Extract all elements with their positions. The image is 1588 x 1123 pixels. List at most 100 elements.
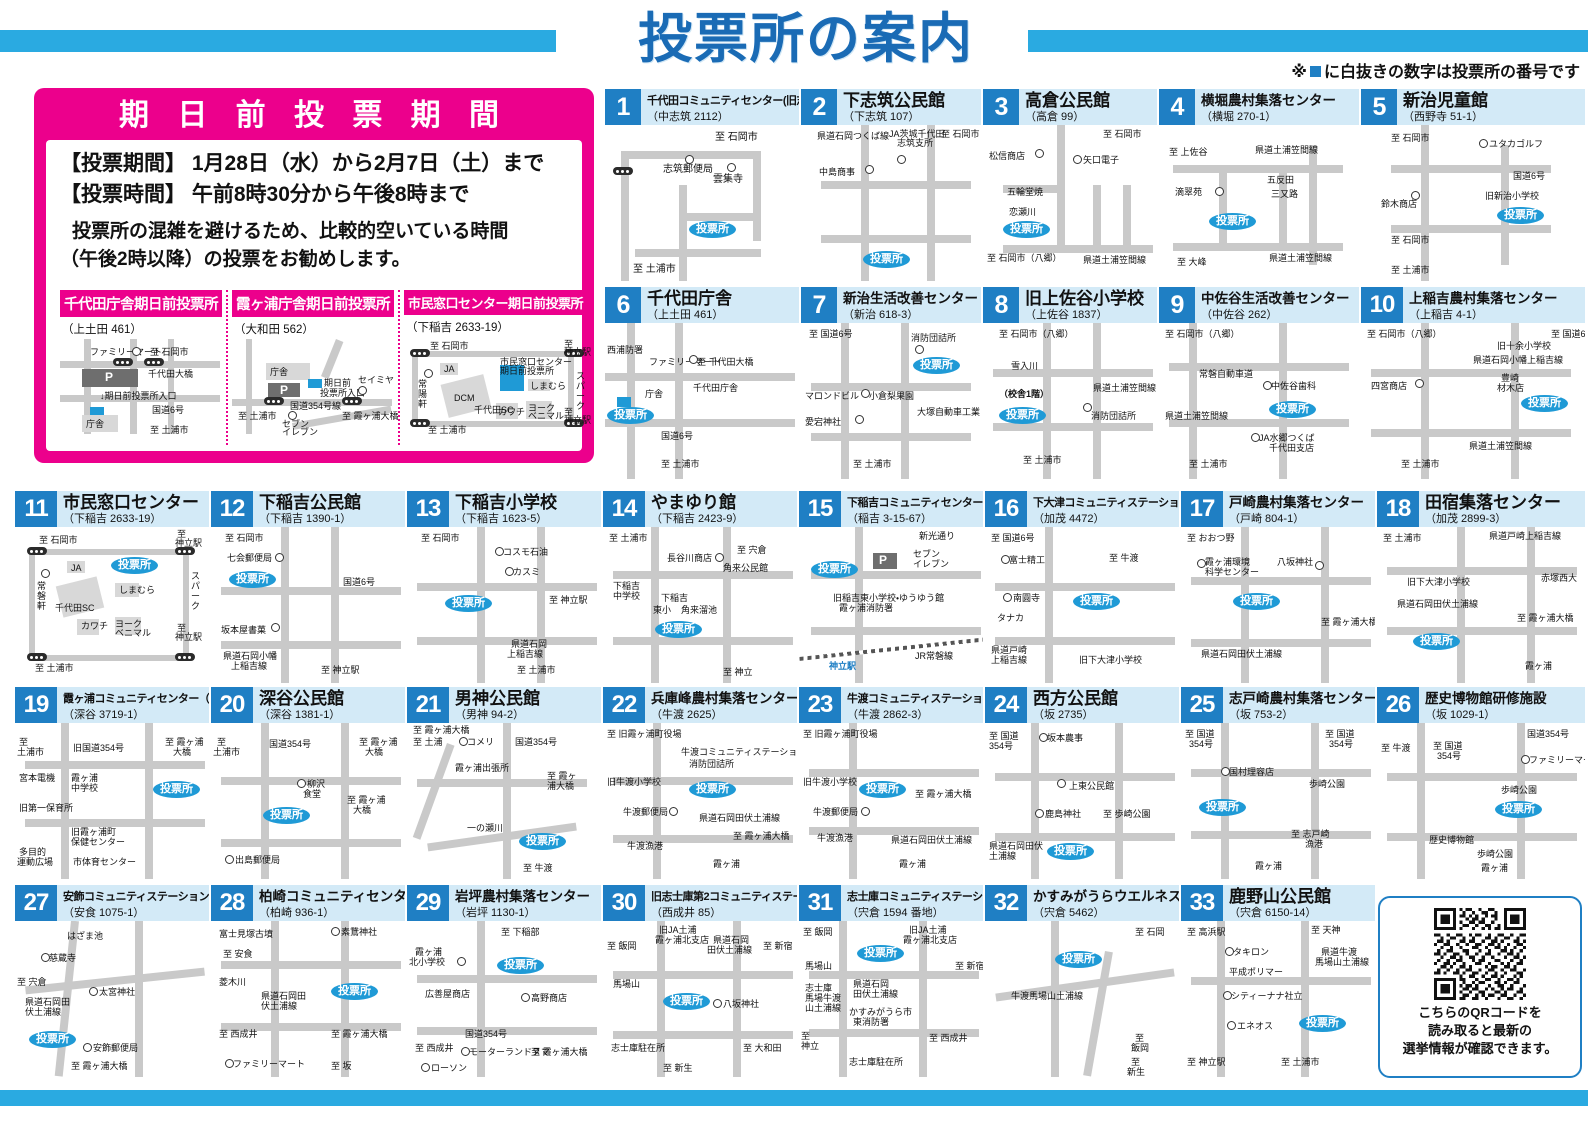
station-number: 26 xyxy=(1377,687,1419,723)
station-address: （中志筑 2112） xyxy=(647,110,729,123)
station-name: 霞ヶ浦コミュニティセンター（旧あじさい館） xyxy=(63,692,209,705)
station-address: （男神 94-2） xyxy=(455,708,525,721)
station-cell[interactable]: 10 上稲吉農村集落センター （上稲吉 4-1） 至 石岡市（八郷） 旧十余小学… xyxy=(1360,286,1586,482)
station-cell[interactable]: 30 旧志士庫第2コミュニティステーション （西成井 85） 旧JA土浦 霞ヶ浦… xyxy=(602,884,798,1080)
station-name: 上稲吉農村集落センター xyxy=(1409,290,1558,306)
station-number: 25 xyxy=(1181,687,1223,723)
qr-code-panel[interactable]: こちらのQRコードを 読み取ると最新の 選挙情報が確認できます。 xyxy=(1378,896,1582,1078)
voting-hours-label: 【投票時間】 xyxy=(60,183,186,206)
station-address: （下稲吉 1390-1） xyxy=(259,512,352,525)
vote-marker: 投票所 xyxy=(519,833,566,850)
station-address: （西成井 85） xyxy=(651,906,722,919)
station-cell[interactable]: 22 兵庫峰農村集落センター （牛渡 2625） 至 旧霞ヶ浦町役場 牛渡コミュ… xyxy=(602,686,798,882)
station-cell[interactable]: 12 下稲吉公民館 （下稲吉 1390-1） 至 石岡市 七会郵便局 投票所 国… xyxy=(210,490,406,686)
vote-marker: 投票所 xyxy=(263,807,310,824)
station-number: 32 xyxy=(985,885,1027,921)
station-cell[interactable]: 33 鹿野山公民館 （宍倉 6150-14） 至 高浜駅 至 天神 タキロン 県… xyxy=(1180,884,1376,1080)
vote-marker: 投票所 xyxy=(331,983,378,1000)
vote-marker: 投票所 xyxy=(999,407,1046,424)
station-cell[interactable]: 21 男神公民館 （男神 94-2） 至 土浦 コメリ 国道354号 至 霞ヶ浦… xyxy=(406,686,602,882)
station-cell[interactable]: 8 旧上佐谷小学校 （上佐谷 1837） 至 石岡市（八郷） 雪入川 （校舎1階… xyxy=(982,286,1158,482)
station-map: 西浦防署 ファミリーマート 至 千代田大橋 投票所 千代田庁舎 庁舎 国道6号 … xyxy=(605,323,799,481)
station-address: （坂 1029-1） xyxy=(1425,708,1496,721)
station-name: 岩坪農村集落センター xyxy=(455,888,590,904)
station-number: 2 xyxy=(801,89,837,125)
station-cell[interactable]: 27 安飾コミュニティステーション （安食 1075-1） はざま池 慈蔵寺 至… xyxy=(14,884,210,1080)
station-map: 至 国道6号 富士精工 至 牛渡 南圓寺 投票所 タナカ 県道戸崎 上稲吉線 旧… xyxy=(985,527,1179,685)
early-voting-location: 市民窓口センター期日前投票所 （下稲吉 2633-19） xyxy=(398,290,591,445)
station-map: 至 石岡市 志筑郵便局 雲集寺 投票所 至 土浦市 xyxy=(605,125,799,283)
vote-marker: 投票所 xyxy=(913,357,960,374)
station-header: 32 かすみがうらウエルネスプラザ （宍倉 5462） xyxy=(985,885,1179,921)
station-cell[interactable]: 19 霞ヶ浦コミュニティセンター（旧あじさい館） （深谷 3719-1） 至 土… xyxy=(14,686,210,882)
early-voting-title: 期 日 前 投 票 期 間 xyxy=(118,99,509,132)
station-address: （新治 618-3） xyxy=(843,308,919,321)
station-cell[interactable]: 25 志戸崎農村集落センター （坂 753-2） 至 国道 354号 至 国道 … xyxy=(1180,686,1376,882)
station-cell[interactable]: 6 千代田庁舎 （上土田 461） 西浦防署 ファミリーマート 至 千代田大橋 … xyxy=(604,286,800,482)
station-header: 1 千代田コミュニティセンター(旧志筑小) （中志筑 2112） xyxy=(605,89,799,125)
vote-marker: 投票所 xyxy=(1209,213,1256,230)
station-cell[interactable]: 29 岩坪農村集落センター （岩坪 1130-1） 至 下稲部 霞ヶ浦 北小学校… xyxy=(406,884,602,1080)
station-cell[interactable]: 9 中佐谷生活改善センター （中佐谷 262） 至 石岡市（八郷） 常磐自動車道… xyxy=(1158,286,1360,482)
station-cell[interactable]: 2 下志筑公民館 （下志筑 107） 県道石岡つくば線 JA茨城千代田 志筑支所… xyxy=(800,88,982,284)
station-cell[interactable]: 20 深谷公民館 （深谷 1381-1） 至 土浦市 国道354号 至 霞ヶ浦 … xyxy=(210,686,406,882)
station-cell[interactable]: 3 高倉公民館 （高倉 99） 至 石岡市 松信商店 矢口電子 五輪堂焼 恋瀬川 xyxy=(982,88,1158,284)
header-bar-left xyxy=(0,30,556,52)
station-cell[interactable]: 24 西方公民館 （坂 2735） 至 国道 354号 坂本農事 上東公民館 鹿… xyxy=(984,686,1180,882)
station-cell[interactable]: 15 下稲吉コミュニティセンター （稲吉 3-15-67） 新光通り P セブン… xyxy=(798,490,984,686)
station-cell[interactable]: 7 新治生活改善センター （新治 618-3） 至 国道6号 消防団詰所 投票所… xyxy=(800,286,982,482)
station-header: 31 志士庫コミュニティステーション （宍倉 1594 番地） xyxy=(799,885,983,921)
station-name: 下稲吉コミュニティセンター xyxy=(847,496,983,509)
station-address: （高倉 99） xyxy=(1025,110,1085,123)
note-text: に白抜きの数字は投票所の番号です xyxy=(1323,64,1580,81)
station-cell[interactable]: 18 田宿集落センター （加茂 2899-3） 至 土浦市 県道戸崎上稲吉線 旧… xyxy=(1376,490,1586,686)
station-cell[interactable]: 16 下大津コミュニティステーション （加茂 4472） 至 国道6号 富士精工… xyxy=(984,490,1180,686)
station-header: 14 やまゆり館 （下稲吉 2423-9） xyxy=(603,491,797,527)
station-cell[interactable]: 1 千代田コミュニティセンター(旧志筑小) （中志筑 2112） 至 石岡市 志… xyxy=(604,88,800,284)
vote-marker: 投票所 xyxy=(1269,401,1316,418)
vote-marker: 投票所 xyxy=(811,561,858,578)
station-map: 至 土浦市 県道戸崎上稲吉線 旧下大津小学校 赤塚西大 県道石岡田伏土浦線 投票… xyxy=(1377,527,1585,685)
station-cell[interactable]: 4 横堀農村集落センター （横堀 270-1） 至 上佐谷 県道土浦笠間線 五反… xyxy=(1158,88,1360,284)
station-number: 18 xyxy=(1377,491,1419,527)
station-name: 男神公民館 xyxy=(455,688,540,708)
location-address: （大和田 562） xyxy=(234,324,314,336)
page-title: 投票所の案内 xyxy=(638,9,974,69)
station-cell[interactable]: 26 歴史博物館研修施設 （坂 1029-1） 国道354号 至 牛渡 至 国道… xyxy=(1376,686,1586,882)
station-map: 至 石岡市 ユタカゴルフ 国道6号 旧新治小学校 鈴木商店 投票所 至 石岡市 … xyxy=(1361,125,1585,283)
station-number: 27 xyxy=(15,885,57,921)
station-cell[interactable]: 28 柏崎コミュニティセンター （柏崎 936-1） 富士見塚古墳 素鵞神社 至… xyxy=(210,884,406,1080)
station-name: 横堀農村集落センター xyxy=(1201,92,1336,108)
station-name: 牛渡コミュニティステーション xyxy=(847,692,983,705)
station-map: 至 上佐谷 県道土浦笠間線 五反田 三又路 滴翠苑 投票所 至 大峰 県道土浦笠… xyxy=(1159,125,1359,283)
station-name: かすみがうらウエルネスプラザ xyxy=(1033,888,1179,904)
station-name: 下大津コミュニティステーション xyxy=(1033,496,1179,509)
station-map: 至 石岡市 松信商店 矢口電子 五輪堂焼 恋瀬川 至 石岡市（八郷） 県道土浦笠… xyxy=(983,125,1157,283)
station-cell[interactable]: 32 かすみがうらウエルネスプラザ （宍倉 5462） 至 石岡 投票所 牛渡馬… xyxy=(984,884,1180,1080)
location-name: 千代田庁舎期日前投票所 xyxy=(60,290,222,317)
station-name: 志戸崎農村集落センター xyxy=(1229,690,1375,706)
station-address: （稲吉 3-15-67） xyxy=(847,512,932,525)
station-map: 国道354号 至 牛渡 至 国道 354号 ファミリーマート 歩崎公園 投票所 … xyxy=(1377,723,1585,881)
station-cell[interactable]: 11 市民窓口センター （下稲吉 2633-19） xyxy=(14,490,210,686)
station-cell[interactable]: 17 戸崎農村集落センター （戸崎 804-1） 至 おおつ野 霞ヶ浦環境 科学… xyxy=(1180,490,1376,686)
station-cell[interactable]: 13 下稲吉小学校 （下稲吉 1623-5） 至 石岡市 コスモ石油 カスミ 投… xyxy=(406,490,602,686)
station-cell[interactable]: 5 新治児童館 （西野寺 51-1） 至 石岡市 ユタカゴルフ 国道6号 旧新治… xyxy=(1360,88,1586,284)
station-number: 28 xyxy=(211,885,253,921)
station-name: やまゆり館 xyxy=(651,492,736,512)
advice-line-1: 投票所の混雑を避けるため、比較的空いている時間 xyxy=(72,221,509,242)
advice-line-2: （午後2時以降）の投票をお勧めします。 xyxy=(60,249,411,270)
vote-marker: 投票所 xyxy=(1073,593,1120,610)
station-number: 12 xyxy=(211,491,253,527)
station-cell[interactable]: 31 志士庫コミュニティステーション （宍倉 1594 番地） 至 飯岡 旧JA… xyxy=(798,884,984,1080)
voting-hours-row: 【投票時間】 午前8時30分から午後8時まで xyxy=(60,179,570,210)
station-header: 21 男神公民館 （男神 94-2） xyxy=(407,687,601,723)
footer-bar xyxy=(0,1090,1588,1106)
station-number: 5 xyxy=(1361,89,1397,125)
station-cell[interactable]: 23 牛渡コミュニティステーション （牛渡 2862-3） 至 旧霞ヶ浦町役場 … xyxy=(798,686,984,882)
station-header: 20 深谷公民館 （深谷 1381-1） xyxy=(211,687,405,723)
location-address: （下稲吉 2633-19） xyxy=(406,322,509,334)
station-name: 市民窓口センター xyxy=(63,492,199,512)
station-cell[interactable]: 14 やまゆり館 （下稲吉 2423-9） 至 土浦市 長谷川商店 至 宍倉 角… xyxy=(602,490,798,686)
